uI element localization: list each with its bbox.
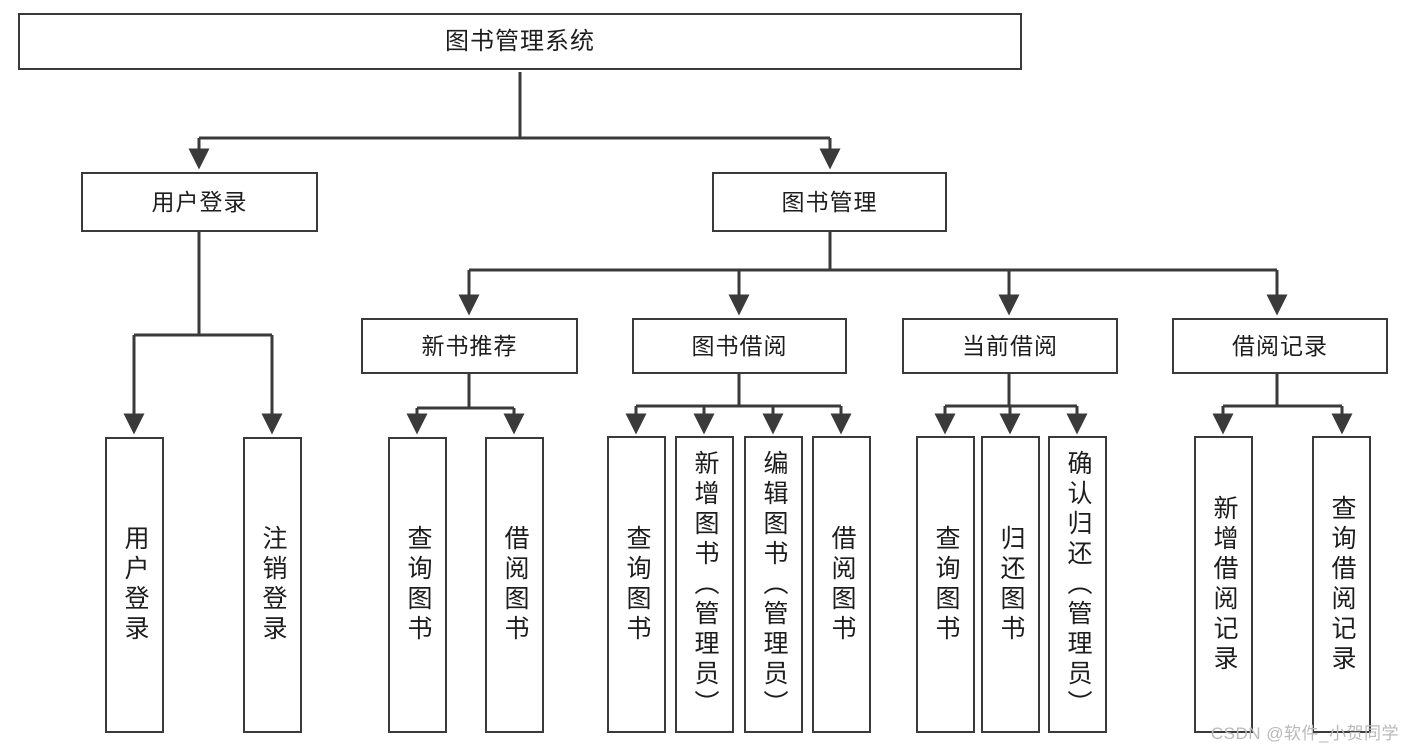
node-label: 借阅图书 xyxy=(501,525,529,645)
node-label: 图书管理 xyxy=(781,188,878,215)
leaf-borrow-edit-book-admin[interactable]: 编辑图书（管理员） xyxy=(744,436,803,733)
node-label: 查询图书 xyxy=(623,524,651,645)
leaf-current-confirm-return-admin[interactable]: 确认归还（管理员） xyxy=(1048,436,1107,733)
node-label: 图书借阅 xyxy=(691,332,788,359)
node-label: 注销登录 xyxy=(259,525,287,645)
node-label: 新增借阅记录 xyxy=(1210,494,1238,675)
leaf-new-book-query[interactable]: 查询图书 xyxy=(388,437,447,733)
node-new-book-recommend[interactable]: 新书推荐 xyxy=(361,318,578,374)
node-label: 确认归还（管理员） xyxy=(1064,449,1092,720)
node-user-login[interactable]: 用户登录 xyxy=(81,172,318,232)
node-label: 新增图书（管理员） xyxy=(691,449,719,720)
node-current-borrow[interactable]: 当前借阅 xyxy=(902,318,1118,374)
node-label: 用户登录 xyxy=(121,525,149,645)
leaf-current-query-book[interactable]: 查询图书 xyxy=(916,436,975,733)
node-label: 查询图书 xyxy=(932,524,960,645)
leaf-current-return-book[interactable]: 归还图书 xyxy=(981,436,1040,733)
node-label: 当前借阅 xyxy=(962,332,1058,359)
leaf-borrow-query-book[interactable]: 查询图书 xyxy=(607,436,666,733)
node-label: 借阅图书 xyxy=(828,524,856,645)
node-label: 查询图书 xyxy=(404,525,432,645)
node-borrow-record[interactable]: 借阅记录 xyxy=(1172,318,1388,374)
leaf-new-book-borrow[interactable]: 借阅图书 xyxy=(485,437,544,733)
node-root-system[interactable]: 图书管理系统 xyxy=(18,13,1022,70)
leaf-borrow-borrow-book[interactable]: 借阅图书 xyxy=(812,436,871,733)
leaf-record-query[interactable]: 查询借阅记录 xyxy=(1312,436,1371,733)
node-label: 查询借阅记录 xyxy=(1328,494,1356,675)
node-label: 归还图书 xyxy=(997,524,1025,645)
node-book-management[interactable]: 图书管理 xyxy=(712,172,947,232)
node-label: 用户登录 xyxy=(151,188,248,215)
leaf-user-login-signout[interactable]: 注销登录 xyxy=(243,437,302,733)
leaf-user-login-signin[interactable]: 用户登录 xyxy=(105,437,164,733)
leaf-borrow-add-book-admin[interactable]: 新增图书（管理员） xyxy=(675,436,734,733)
node-label: 图书管理系统 xyxy=(445,27,595,55)
node-label: 借阅记录 xyxy=(1232,332,1328,359)
node-label: 新书推荐 xyxy=(421,332,518,359)
node-label: 编辑图书（管理员） xyxy=(760,449,788,720)
leaf-record-add[interactable]: 新增借阅记录 xyxy=(1194,436,1253,733)
node-book-borrow[interactable]: 图书借阅 xyxy=(632,318,847,374)
